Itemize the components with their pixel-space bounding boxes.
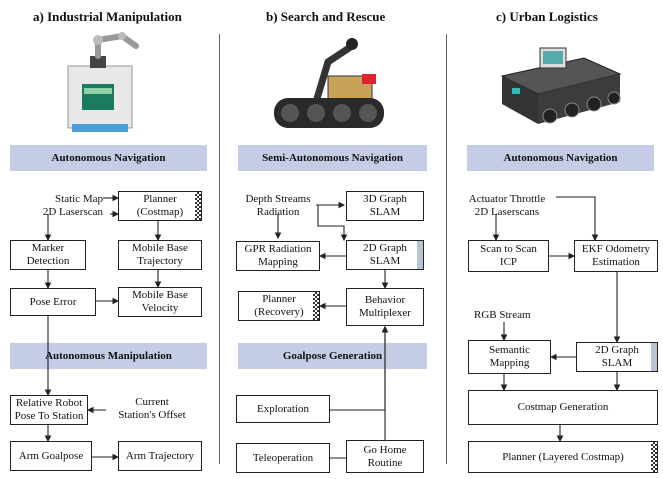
panel-c-planner-box: Planner (Layered Costmap): [468, 441, 658, 473]
panel-a-title: a) Industrial Manipulation: [33, 9, 182, 24]
panel-b-inputs-label: Depth Streams Radiation: [245, 193, 311, 218]
panel-c-scan-icp-box: Scan to Scan ICP: [468, 240, 549, 272]
panel-c-2d-graph-slam-box: 2D Graph SLAM: [576, 342, 658, 372]
panel-c-rgb-label: RGB Stream: [474, 309, 531, 321]
panel-b-title: b) Search and Rescue: [266, 9, 386, 24]
divider-right: [446, 34, 447, 464]
panel-b-planner-recovery-box: Planner (Recovery): [238, 291, 320, 321]
panel-b-exploration-box: Exploration: [236, 395, 330, 423]
panel-a-nav-header: Autonomous Navigation: [10, 145, 207, 171]
panel-a-pose-error-box: Pose Error: [10, 288, 96, 316]
panel-a-arm-trajectory-box: Arm Trajectory: [118, 441, 202, 471]
panel-b-behavior-multiplexer-box: Behavior Multiplexer: [346, 288, 424, 326]
panel-a-offset-label: Current Station's Offset: [118, 396, 186, 421]
tracked-logistics-robot-icon: [500, 47, 622, 124]
panel-c-title: c) Urban Logistics: [496, 9, 598, 24]
panel-a-inputs-label: Static Map 2D Laserscan: [42, 193, 103, 218]
industrial-mobile-manipulator-icon: [67, 32, 139, 132]
panel-a-mobile-base-trajectory-box: Mobile Base Trajectory: [118, 240, 202, 270]
panel-b-2d-graph-slam-box: 2D Graph SLAM: [346, 240, 424, 270]
tracked-rescue-robot-icon: [274, 38, 384, 128]
panel-a-relative-pose-box: Relative Robot Pose To Station: [10, 395, 88, 425]
panel-c-costmap-generation-box: Costmap Generation: [468, 390, 658, 425]
panel-b-teleoperation-box: Teleoperation: [236, 443, 330, 473]
panel-b-goal-header: Goalpose Generation: [238, 343, 427, 369]
panel-b-nav-header: Semi-Autonomous Navigation: [238, 145, 427, 171]
panel-a-mobile-base-velocity-box: Mobile Base Velocity: [118, 287, 202, 317]
panel-b-3d-graph-slam-box: 3D Graph SLAM: [346, 191, 424, 221]
panel-b-go-home-box: Go Home Routine: [346, 440, 424, 473]
divider-left: [219, 34, 220, 464]
panel-a-arm-goalpose-box: Arm Goalpose: [10, 441, 92, 471]
panel-a-manip-header: Autonomous Manipulation: [10, 343, 207, 369]
panel-c-ekf-odometry-box: EKF Odometry Estimation: [574, 240, 658, 272]
panel-a-marker-detection-box: Marker Detection: [10, 240, 86, 270]
panel-c-nav-header: Autonomous Navigation: [467, 145, 654, 171]
panel-b-gpr-mapping-box: GPR Radiation Mapping: [236, 241, 320, 271]
panel-c-inputs-label: Actuator Throttle 2D Laserscans: [468, 193, 546, 218]
panel-a-planner-box: Planner (Costmap): [118, 191, 202, 221]
panel-c-semantic-mapping-box: Semantic Mapping: [468, 340, 551, 374]
